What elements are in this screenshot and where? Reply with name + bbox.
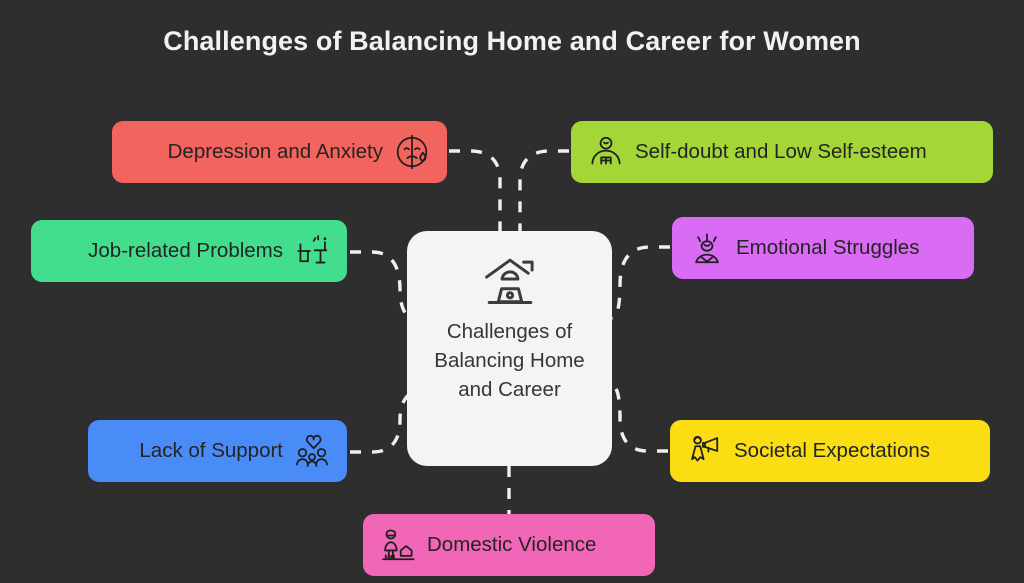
center-node[interactable]: Challenges of Balancing Home and Career [407,231,612,466]
branch-job-related-problems[interactable]: Job-related Problems [31,220,347,282]
branch-lack-of-support[interactable]: Lack of Support [88,420,347,482]
branch-label: Self-doubt and Low Self-esteem [635,139,927,163]
connector-societal [610,382,668,453]
branch-label: Societal Expectations [734,438,931,462]
person-megaphone-icon [688,434,722,468]
sad-face-teardrop-icon [395,135,429,169]
branch-label: Domestic Violence [427,532,597,556]
center-node-label: Challenges of Balancing Home and Career [434,320,585,401]
person-house-icon [381,528,415,562]
branch-label: Lack of Support [139,438,283,462]
branch-label: Depression and Anxiety [167,139,383,163]
person-distressed-icon [690,231,724,265]
branch-self-doubt-and-low-self-esteem[interactable]: Self-doubt and Low Self-esteem [571,121,993,183]
connector-selfdoubt [518,149,569,231]
family-heart-icon [295,434,329,468]
desk-chair-alert-icon [295,234,329,268]
connector-emotional [611,245,670,320]
branch-societal-expectations[interactable]: Societal Expectations [670,420,990,482]
page-title: Challenges of Balancing Home and Career … [163,26,861,56]
branch-label: Emotional Struggles [736,235,920,259]
branch-domestic-violence[interactable]: Domestic Violence [363,514,655,576]
branch-depression-and-anxiety[interactable]: Depression and Anxiety [112,121,447,183]
person-head-down-icon [589,135,623,169]
branch-label: Job-related Problems [88,238,283,262]
house-laptop-icon [477,255,543,307]
branch-emotional-struggles[interactable]: Emotional Struggles [672,217,974,279]
connector-depression [449,149,502,231]
